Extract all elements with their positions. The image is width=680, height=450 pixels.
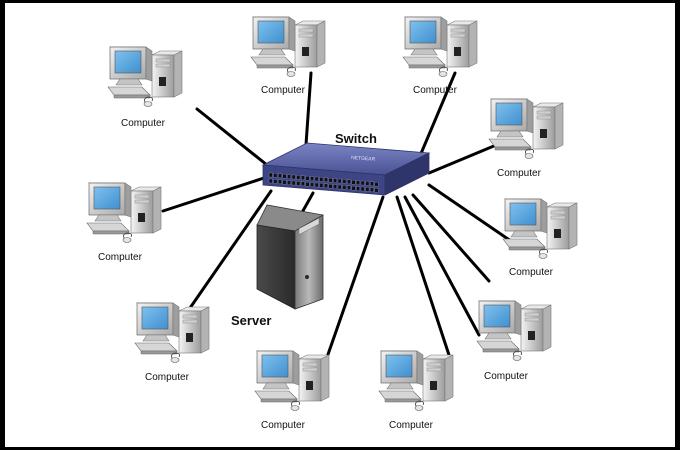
switch-port xyxy=(282,174,287,179)
computer-label: Computer xyxy=(121,118,166,129)
computer-label: Computer xyxy=(497,168,542,179)
switch-port xyxy=(296,175,301,180)
switch-port xyxy=(333,178,337,183)
server-label: Server xyxy=(231,313,271,328)
switch-port xyxy=(337,178,342,184)
computer-bottom-center: Computer xyxy=(378,350,454,431)
network-diagram-svg: NETGEAR Computer Computer Computer Compu… xyxy=(86,16,578,431)
computer-left-lower: Computer xyxy=(134,302,210,383)
cable-bottom-center xyxy=(395,195,451,357)
switch-port xyxy=(374,188,379,193)
switch-port xyxy=(319,177,324,182)
switch-port xyxy=(305,176,310,181)
switch-port xyxy=(351,186,356,191)
switch-port xyxy=(370,187,374,192)
switch-port xyxy=(273,179,278,184)
switch-port xyxy=(287,180,291,185)
network-cables xyxy=(161,71,513,365)
computer-label: Computer xyxy=(389,420,434,431)
switch-port xyxy=(328,178,333,183)
switch-port xyxy=(278,173,282,178)
switch-port xyxy=(273,173,278,178)
switch-port xyxy=(324,177,328,182)
switch-port xyxy=(291,174,296,180)
switch-port xyxy=(365,187,370,192)
computer-top-center: Computer xyxy=(250,16,326,96)
switch-port xyxy=(287,174,291,179)
computer-top-right: Computer xyxy=(402,16,478,96)
cable-bottom-right xyxy=(403,195,481,337)
switch-port xyxy=(328,184,333,189)
computer-label: Computer xyxy=(98,252,143,263)
switch-port xyxy=(291,180,296,186)
switch-port xyxy=(351,180,356,185)
computer-bottom-left: Computer xyxy=(254,350,330,431)
switch-port xyxy=(296,181,301,186)
switch-port xyxy=(310,182,314,187)
computer-left-upper: Computer xyxy=(86,182,162,263)
cable-right-lower xyxy=(411,193,491,283)
switch-port xyxy=(337,184,342,190)
switch-port xyxy=(324,183,328,188)
switch-port xyxy=(310,176,314,181)
network-switch: NETGEAR xyxy=(261,142,431,196)
switch-port xyxy=(268,172,273,178)
switch-port xyxy=(342,185,347,190)
cable-top-right xyxy=(415,71,457,165)
switch-port xyxy=(347,185,351,190)
cable-left-upper xyxy=(161,175,269,213)
switch-port xyxy=(305,182,310,187)
switch-port xyxy=(356,186,360,191)
switch-port xyxy=(365,181,370,186)
switch-port xyxy=(314,176,319,182)
computer-label: Computer xyxy=(145,372,190,383)
computer-label: Computer xyxy=(413,85,458,96)
switch-port xyxy=(301,175,305,180)
computer-right-middle: Computer xyxy=(502,198,578,278)
computer-top-left: Computer xyxy=(107,46,183,129)
switch-ports xyxy=(268,172,379,193)
cable-left-lower xyxy=(179,189,273,323)
cable-right-middle xyxy=(427,183,513,243)
switch-port xyxy=(319,183,324,188)
computer-label: Computer xyxy=(261,85,306,96)
switch-port xyxy=(342,179,347,184)
computer-label: Computer xyxy=(484,371,529,382)
switch-port xyxy=(356,180,360,185)
switch-port xyxy=(370,181,374,186)
switch-port xyxy=(282,180,287,185)
cable-bottom-left xyxy=(323,195,385,365)
cable-top-left xyxy=(195,107,269,167)
network-diagram: NETGEAR Computer Computer Computer Compu… xyxy=(5,3,675,447)
computer-label: Computer xyxy=(509,267,554,278)
switch-port xyxy=(360,186,365,192)
computer-label: Computer xyxy=(261,420,306,431)
switch-port xyxy=(278,179,282,184)
server xyxy=(256,204,324,310)
switch-brand: NETGEAR xyxy=(351,155,376,163)
switch-label: Switch xyxy=(335,131,377,146)
cable-right-upper xyxy=(427,141,503,175)
switch-port xyxy=(333,184,337,189)
switch-port xyxy=(314,182,319,188)
switch-port xyxy=(347,179,351,184)
switch-port xyxy=(374,182,379,187)
computer-right-upper: Computer xyxy=(488,98,564,179)
switch-port xyxy=(360,180,365,186)
switch-port xyxy=(268,178,273,184)
switch-port xyxy=(301,181,305,186)
computer-bottom-right: Computer xyxy=(476,300,552,382)
